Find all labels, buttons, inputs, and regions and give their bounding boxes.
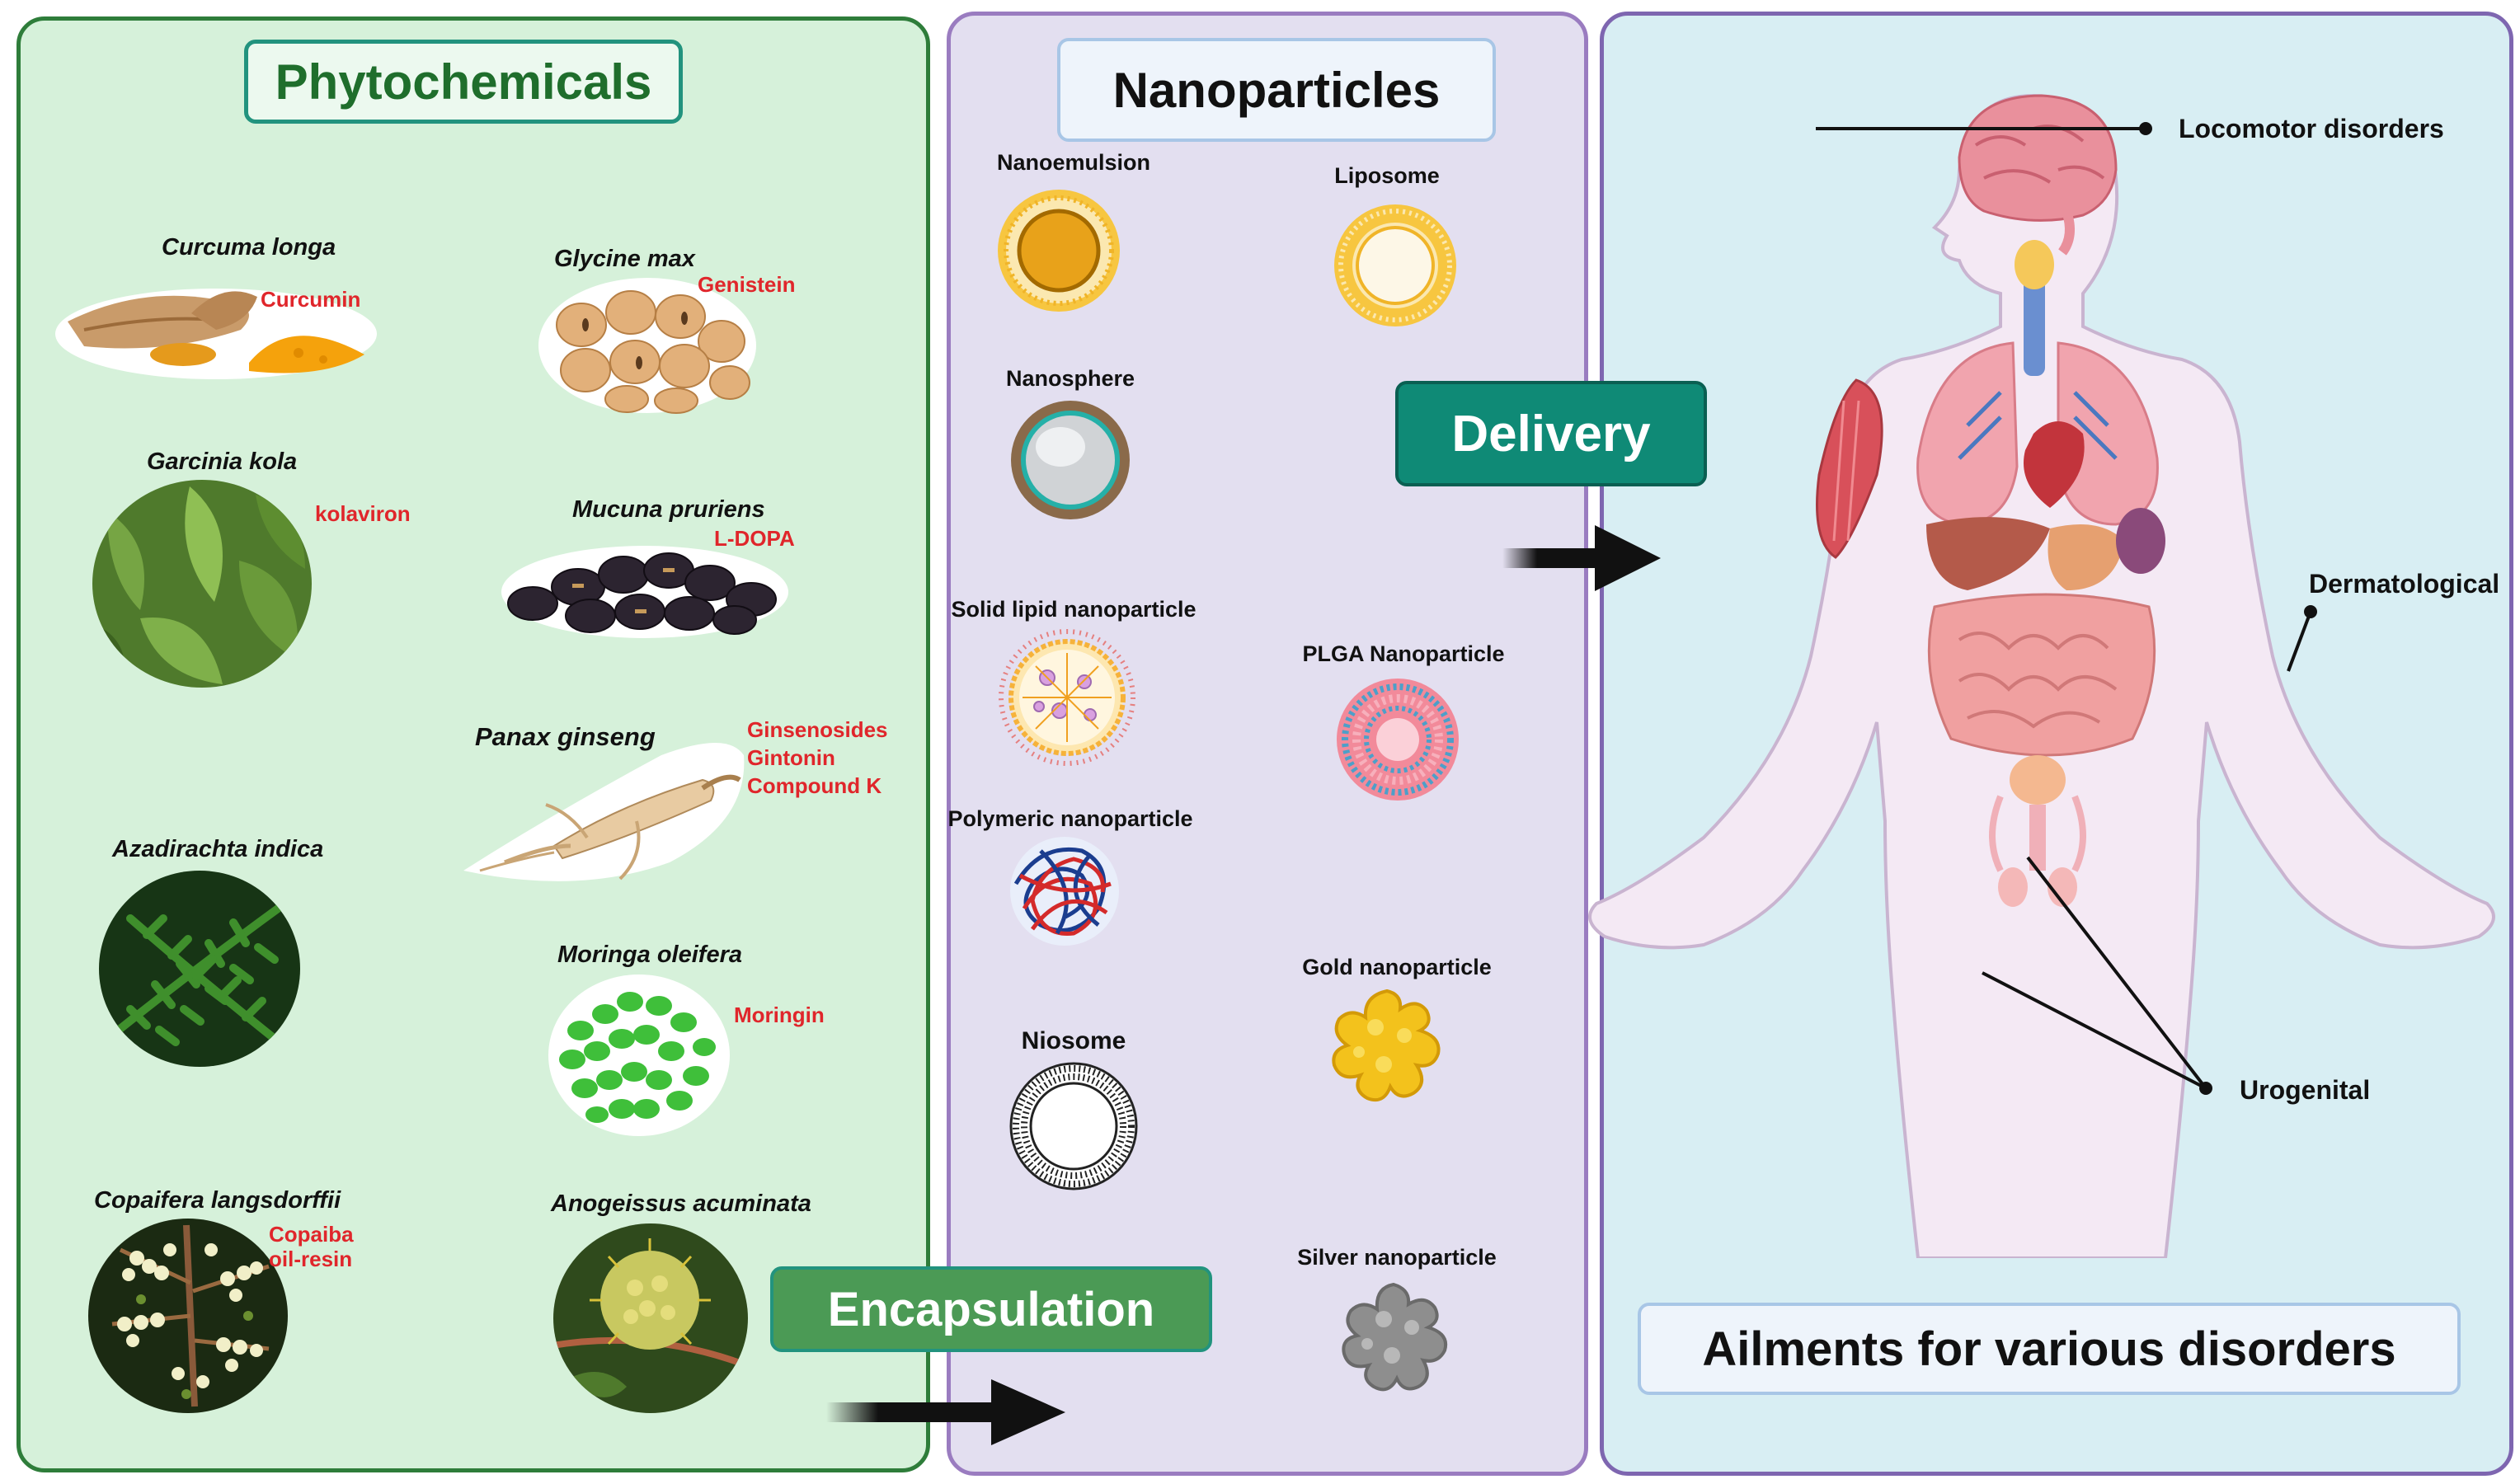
curcuma-longa-image bbox=[55, 289, 377, 379]
annotation-urogenital: Urogenital bbox=[2240, 1075, 2371, 1105]
plant-name-moringa-oleifera: Moringa oleifera bbox=[557, 942, 742, 968]
moringa-oleifera-image bbox=[548, 974, 730, 1136]
compound-ginsenosides: Ginsenosides bbox=[747, 717, 888, 742]
silver-nanoparticle-icon bbox=[1342, 1282, 1447, 1392]
label-niosome: Niosome bbox=[1021, 1027, 1126, 1054]
plant-name-glycine-max: Glycine max bbox=[554, 246, 695, 272]
compound-compound-k: Compound K bbox=[747, 773, 882, 798]
copaifera-langsdorffii-image bbox=[88, 1219, 288, 1413]
human-body-illustration bbox=[1588, 93, 2495, 1258]
label-liposome: Liposome bbox=[1334, 163, 1440, 188]
compound-curcumin: Curcumin bbox=[261, 287, 361, 312]
label-nanosphere: Nanosphere bbox=[1005, 366, 1135, 391]
nanosphere-icon bbox=[1011, 401, 1130, 519]
garcinia-kola-image bbox=[92, 480, 312, 688]
delivery-arrow bbox=[1502, 525, 1661, 591]
label-solid-lipid-nanoparticle: Solid lipid nanoparticle bbox=[951, 597, 1197, 622]
annotation-locomotor: Locomotor disorders bbox=[2179, 114, 2444, 143]
compound-genistein: Genistein bbox=[698, 272, 796, 297]
plant-name-mucuna-pruriens: Mucuna pruriens bbox=[572, 496, 765, 523]
encapsulation-arrow bbox=[826, 1379, 1065, 1445]
compound-moringin: Moringin bbox=[734, 1003, 825, 1027]
delivery-label: Delivery bbox=[1395, 381, 1707, 486]
label-gold-nanoparticle: Gold nanoparticle bbox=[1302, 955, 1492, 979]
label-nanoemulsion: Nanoemulsion bbox=[996, 150, 1151, 175]
liposome-icon bbox=[1334, 204, 1456, 326]
compound-copaiba: Copaiba bbox=[269, 1222, 354, 1247]
nanoparticles-title: Nanoparticles bbox=[1057, 38, 1496, 142]
compound-oil-resin: oil-resin bbox=[269, 1247, 353, 1271]
compound-gintonin: Gintonin bbox=[747, 745, 835, 770]
solid-lipid-nanoparticle-icon bbox=[999, 629, 1135, 766]
annotation-dermatological: Dermatological bbox=[2309, 569, 2500, 599]
compound-l-dopa: L-DOPA bbox=[714, 526, 795, 551]
plant-name-azadirachta-indica: Azadirachta indica bbox=[112, 836, 324, 862]
phytochemicals-title: Phytochemicals bbox=[244, 40, 683, 124]
plga-nanoparticle-icon bbox=[1337, 679, 1459, 801]
niosome-icon bbox=[1009, 1062, 1138, 1190]
annotation-lines bbox=[1816, 122, 2317, 1095]
panax-ginseng-image bbox=[463, 743, 745, 881]
glycine-max-image bbox=[538, 278, 756, 414]
label-polymeric-nanoparticle: Polymeric nanoparticle bbox=[947, 806, 1193, 831]
ailments-title: Ailments for various disorders bbox=[1638, 1303, 2461, 1395]
plant-name-anogeissus-acuminata: Anogeissus acuminata bbox=[551, 1190, 811, 1217]
mucuna-pruriens-image bbox=[501, 546, 788, 638]
gold-nanoparticle-icon bbox=[1332, 989, 1441, 1102]
plant-name-garcinia-kola: Garcinia kola bbox=[147, 448, 298, 475]
label-silver-nanoparticle: Silver nanoparticle bbox=[1297, 1245, 1497, 1270]
compound-kolaviron: kolaviron bbox=[315, 501, 411, 526]
nanoemulsion-icon bbox=[998, 190, 1120, 312]
azadirachta-indica-image bbox=[99, 871, 300, 1067]
anogeissus-acuminata-image bbox=[553, 1223, 748, 1413]
plant-name-copaifera-langsdorffii: Copaifera langsdorffii bbox=[94, 1187, 341, 1214]
encapsulation-label: Encapsulation bbox=[770, 1266, 1212, 1352]
plant-name-curcuma-longa: Curcuma longa bbox=[162, 234, 336, 261]
plant-name-panax-ginseng: Panax ginseng bbox=[475, 722, 656, 751]
polymeric-nanoparticle-icon bbox=[1010, 837, 1119, 946]
label-plga-nanoparticle: PLGA Nanoparticle bbox=[1302, 641, 1505, 666]
